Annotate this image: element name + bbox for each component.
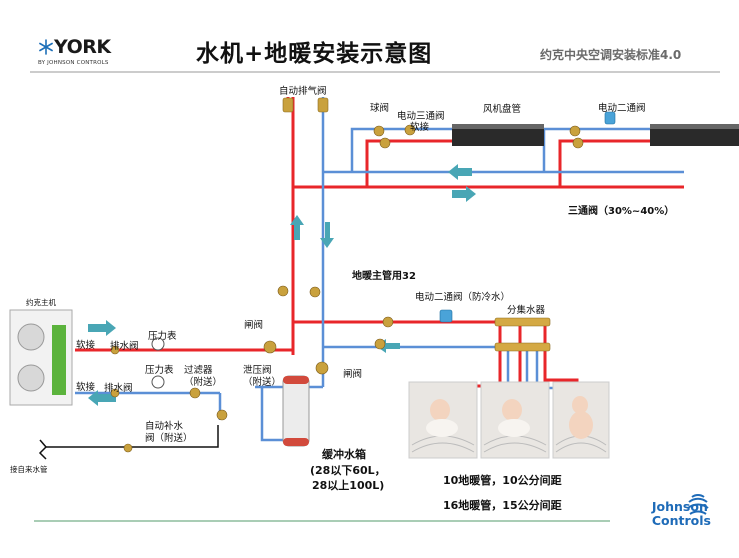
label-buffer-tank-size-1: (28以下60L， (310, 464, 386, 477)
label-filter: 过滤器 (184, 365, 213, 376)
manifold-body (494, 317, 551, 352)
york-wordmark: YORK (54, 36, 111, 58)
label-buffer-tank: 缓冲水箱 (322, 448, 366, 461)
label-filter-note: （附送） (184, 377, 223, 388)
label-auto-air-vent: 自动排气阀 (279, 86, 327, 97)
arrow-up-1 (290, 215, 304, 240)
label-soft-joint-top: 软接 (410, 122, 430, 133)
electric-actuators (439, 111, 616, 323)
label-gate-valve-2: 闸阀 (343, 369, 363, 380)
fan-coil-1 (452, 124, 544, 146)
floor-heating-photos (408, 381, 610, 459)
snowflake-icon (39, 39, 53, 55)
valves (110, 124, 584, 453)
fill-water-pipe (38, 425, 219, 460)
york-subline: BY JOHNSON CONTROLS (38, 60, 109, 66)
label-outdoor-unit: 约克主机 (26, 298, 56, 307)
label-electric-2way-top: 电动二通阀 (598, 103, 646, 114)
label-floor-main-pipe: 地暖主管用32 (352, 271, 416, 282)
label-electric-3way: 电动三通阀 (397, 111, 445, 122)
label-pipe-spec-16: 16地暖管，15公分间距 (443, 499, 562, 512)
johnson-line-2: Controls (651, 513, 711, 528)
label-pressure-gauge-2: 压力表 (145, 365, 174, 376)
buffer-tank (282, 375, 310, 447)
air-vents (282, 97, 329, 113)
outdoor-unit (9, 309, 73, 406)
fan-coil-2 (650, 124, 739, 146)
label-drain-valve-1: 排水阀 (110, 341, 139, 352)
label-manifold: 分集水器 (507, 305, 546, 316)
arrow-right-2 (452, 186, 476, 202)
label-fan-coil: 风机盘管 (483, 104, 522, 115)
label-pressure-gauge-1: 压力表 (148, 331, 177, 342)
label-electric-2way-anti-cold: 电动二通阀（防冷水） (415, 292, 511, 303)
johnson-controls-emblem (687, 494, 709, 515)
label-relief-valve: 泄压阀 (243, 365, 272, 376)
label-auto-fill-valve: 自动补水 (145, 421, 184, 432)
label-gate-valve-1: 闸阀 (244, 320, 264, 331)
label-auto-fill-note: 阀（附送） (145, 433, 193, 444)
label-relief-note: （附送） (243, 377, 282, 388)
arrow-down-1 (320, 222, 334, 248)
page-subtitle: 约克中央空调安装标准4.0 (540, 48, 682, 62)
label-pipe-spec-10: 10地暖管，10公分间距 (443, 474, 562, 487)
arrow-left-1 (88, 390, 116, 406)
label-tap-water: 接自来水管 (10, 465, 48, 474)
arrow-left-2 (448, 164, 472, 180)
label-soft-joint-1: 软接 (76, 340, 96, 351)
label-soft-joint-2: 软接 (76, 382, 96, 393)
label-drain-valve-2: 排水阀 (104, 383, 133, 394)
johnson-line-1: Johnson (651, 499, 708, 514)
pressure-gauges (151, 337, 165, 389)
johnson-controls-logo: Johnson Controls (652, 500, 711, 528)
arrow-right-1 (88, 320, 116, 336)
label-buffer-tank-size-2: 28以上100L) (312, 479, 385, 492)
label-three-way-pct: 三通阀（30%~40%） (568, 206, 675, 217)
label-ball-valve: 球阀 (370, 103, 390, 114)
page-title: 水机+地暖安装示意图 (196, 41, 433, 67)
